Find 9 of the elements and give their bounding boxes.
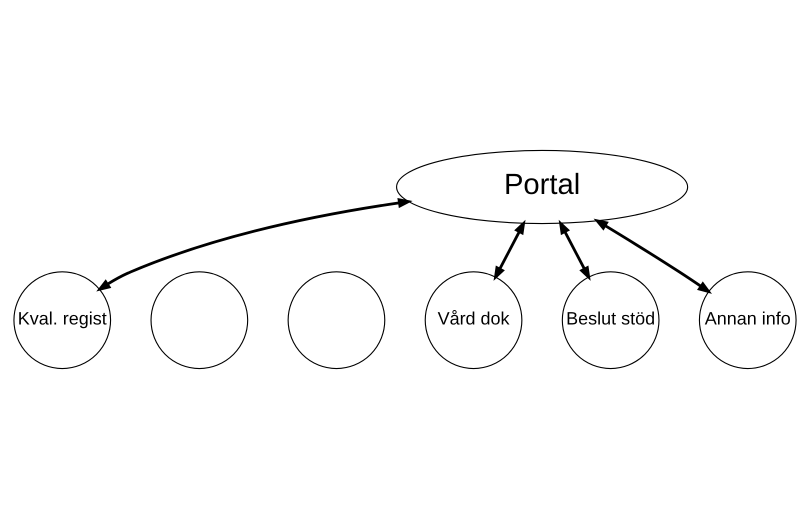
- node-circle: [150, 270, 248, 369]
- arrow: [594, 218, 712, 294]
- node-circle: Beslut stöd: [562, 270, 660, 369]
- node-circle: Annan info: [698, 270, 797, 369]
- arrow: [96, 197, 413, 292]
- node-circle: Vård dok: [424, 270, 522, 369]
- node-circle: [288, 270, 386, 369]
- arrow: [494, 219, 526, 280]
- arrow: [558, 219, 591, 280]
